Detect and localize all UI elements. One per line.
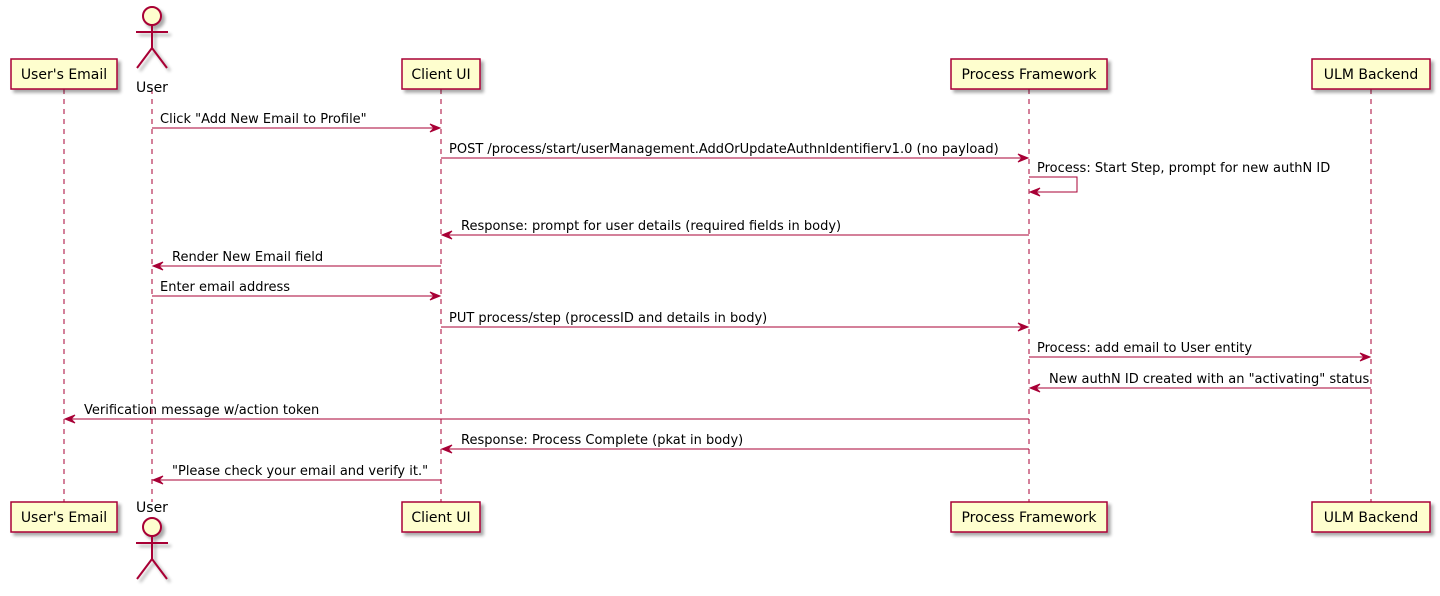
participant-box-email: User's Email: [10, 501, 118, 533]
actor-figure-bottom: [136, 517, 168, 580]
message-4: Response: prompt for user details (requi…: [440, 219, 1029, 240]
message-3: Process: Start Step, prompt for new auth…: [1028, 161, 1330, 197]
message-label: PUT process/step (processID and details …: [449, 311, 767, 326]
arrowhead: [1017, 322, 1030, 332]
messages: Click "Add New Email to Profile" POST /pr…: [63, 112, 1372, 485]
message-11: Response: Process Complete (pkat in body…: [440, 433, 1029, 454]
arrowhead: [440, 230, 453, 240]
message-label: Enter email address: [160, 280, 290, 295]
message-label: New authN ID created with an "activating…: [1049, 372, 1370, 387]
participant-label-user: User: [136, 80, 168, 96]
self-call-line: [1029, 176, 1078, 193]
message-label: Render New Email field: [172, 250, 323, 265]
participant-box-client: Client UI: [401, 501, 481, 533]
participant-label-user: User: [136, 500, 168, 516]
arrowhead: [1028, 383, 1041, 393]
actor-figure-top: [136, 6, 168, 69]
message-label: "Please check your email and verify it.": [172, 464, 428, 479]
message-label: Response: Process Complete (pkat in body…: [461, 433, 743, 448]
participant-label-ulm: ULM Backend: [1324, 510, 1418, 526]
participant-label-email: User's Email: [21, 510, 107, 526]
participant-label-email: User's Email: [21, 67, 107, 83]
participant-box-client: Client UI: [401, 58, 481, 90]
arrowhead: [151, 261, 164, 271]
message-12: "Please check your email and verify it.": [151, 464, 441, 485]
message-label: Verification message w/action token: [84, 403, 319, 418]
arrowhead: [1359, 352, 1372, 362]
participant-box-ulm: ULM Backend: [1311, 58, 1431, 90]
participant-box-ulm: ULM Backend: [1311, 501, 1431, 533]
message-label: Click "Add New Email to Profile": [160, 112, 367, 127]
message-7: PUT process/step (processID and details …: [441, 311, 1030, 332]
message-1: Click "Add New Email to Profile": [152, 112, 442, 133]
participant-label-client: Client UI: [411, 510, 470, 526]
participant-box-email: User's Email: [10, 58, 118, 90]
arrowhead: [63, 414, 76, 424]
participant-label-pf: Process Framework: [961, 510, 1097, 526]
message-label: Process: add email to User entity: [1037, 341, 1252, 356]
arrowhead: [429, 291, 442, 301]
message-label: POST /process/start/userManagement.AddOr…: [449, 142, 999, 157]
arrowhead: [1028, 187, 1041, 197]
participant-label-pf: Process Framework: [961, 67, 1097, 83]
arrowhead: [429, 123, 442, 133]
arrowhead: [1017, 153, 1030, 163]
participant-box-pf: Process Framework: [950, 58, 1108, 90]
participant-box-pf: Process Framework: [950, 501, 1108, 533]
lifelines: [63, 89, 1372, 502]
message-8: Process: add email to User entity: [1029, 341, 1372, 362]
message-label: Response: prompt for user details (requi…: [461, 219, 841, 234]
message-2: POST /process/start/userManagement.AddOr…: [441, 142, 1030, 163]
message-9: New authN ID created with an "activating…: [1028, 372, 1371, 393]
message-10: Verification message w/action token: [63, 403, 1029, 424]
message-label: Process: Start Step, prompt for new auth…: [1037, 161, 1330, 176]
arrowhead: [151, 475, 164, 485]
message-6: Enter email address: [152, 280, 442, 301]
arrowhead: [440, 444, 453, 454]
message-5: Render New Email field: [151, 250, 441, 271]
participant-label-client: Client UI: [411, 67, 470, 83]
participant-label-ulm: ULM Backend: [1324, 67, 1418, 83]
